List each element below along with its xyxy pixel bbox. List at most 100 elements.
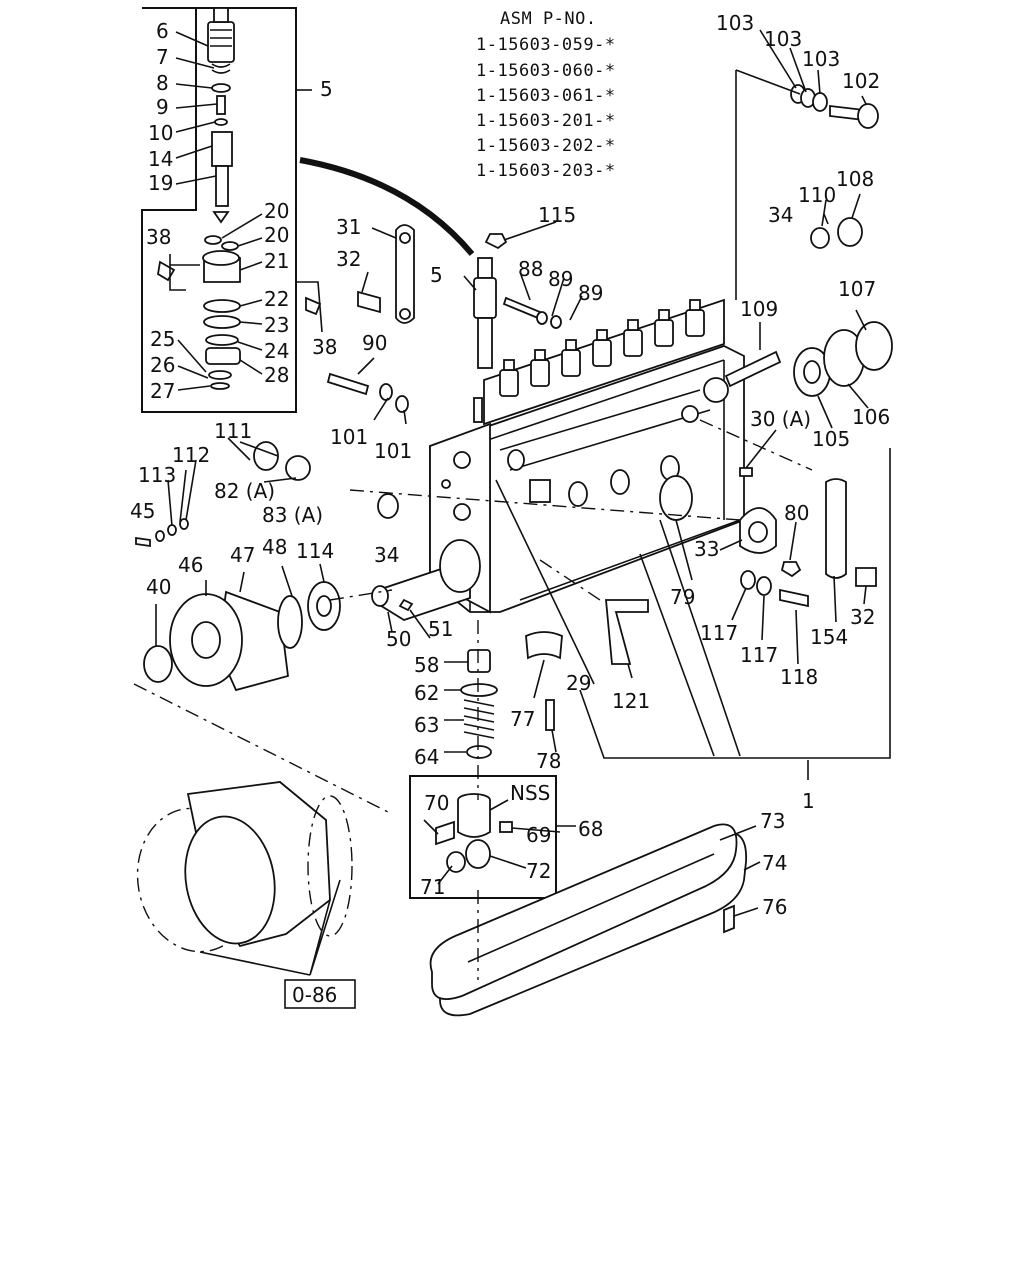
spring: [216, 95, 226, 115]
callout-111: 111: [214, 419, 252, 443]
callout-114: 114: [296, 539, 334, 563]
delivery-valve-holder-4: [592, 339, 612, 367]
oil-pan-gasket: [429, 823, 747, 1017]
sleeve-nss: [457, 800, 491, 838]
holder-cap-6: [658, 309, 670, 321]
governor-housing-bore: [659, 475, 693, 521]
callout-22: 22: [264, 287, 289, 311]
roller-72: [465, 839, 491, 869]
tappet-58: [467, 649, 491, 673]
cover-107: [855, 321, 893, 371]
callout-105: 105: [812, 427, 850, 451]
callout-79: 79: [670, 585, 695, 609]
assembly-part-number-list: ASM P-NO. 1-15603-059-* 1-15603-060-* 1-…: [476, 9, 616, 181]
part-number-3: 1-15603-061-*: [476, 86, 616, 106]
callout-labels: 6 7 8 9 10 14 19 5 20 20 21 22 23 24 28 …: [130, 11, 890, 1007]
nut-80: [780, 561, 802, 578]
bolt-88: [502, 296, 542, 320]
callout-9: 9: [156, 95, 169, 119]
callout-46: 46: [178, 553, 203, 577]
callout-112: 112: [172, 443, 210, 467]
part-number-1: 1-15603-059-*: [476, 35, 616, 55]
holder-cap-1: [503, 359, 515, 371]
callout-76: 76: [762, 895, 787, 919]
detail-arrow: [299, 157, 475, 256]
plate-109: [724, 350, 782, 388]
holder-cap-3: [565, 339, 577, 351]
detail-frame: [141, 7, 297, 413]
assembly-title: ASM P-NO.: [500, 9, 597, 29]
seal-83: [285, 455, 311, 481]
spring-seat: [205, 347, 241, 365]
plug-82: [253, 441, 279, 471]
callout-8: 8: [156, 71, 169, 95]
part-number-4: 1-15603-201-*: [476, 111, 616, 131]
callout-32a: 32: [336, 247, 361, 271]
spring-63: [463, 699, 495, 739]
callout-118: 118: [780, 665, 818, 689]
callout-113: 113: [138, 463, 176, 487]
callout-19: 19: [148, 171, 173, 195]
delivery-valve-holder-1: [499, 369, 519, 397]
callout-38b: 38: [312, 335, 337, 359]
callout-58: 58: [414, 653, 439, 677]
callout-106: 106: [852, 405, 890, 429]
callout-69: 69: [526, 823, 551, 847]
delivery-valve-holder-5: [623, 329, 643, 357]
holder-cap-2: [534, 349, 546, 361]
callout-107: 107: [838, 277, 876, 301]
callout-23: 23: [264, 313, 289, 337]
callout-25: 25: [150, 327, 175, 351]
part-number-5: 1-15603-202-*: [476, 136, 616, 156]
callout-5-detail: 5: [320, 77, 333, 101]
seat-64: [466, 745, 492, 759]
reference-0-86: 0-86: [292, 983, 337, 1007]
bolt-32: [357, 290, 381, 314]
callout-103b: 103: [764, 27, 802, 51]
nss-subassembly: [409, 775, 576, 899]
delivery-valve-holder-7: [685, 309, 705, 337]
callout-47: 47: [230, 543, 255, 567]
part-number-6: 1-15603-203-*: [476, 161, 616, 181]
callout-38a: 38: [146, 225, 171, 249]
callout-68: 68: [578, 817, 603, 841]
callout-70: 70: [424, 791, 449, 815]
callout-27: 27: [150, 379, 175, 403]
screw-69: [499, 821, 513, 833]
bracket-31: [395, 224, 415, 324]
bolt-90: [326, 372, 370, 396]
delivery-valve-detail: [141, 7, 323, 413]
callout-10: 10: [148, 121, 173, 145]
seal-40: [143, 645, 173, 683]
callout-108: 108: [836, 167, 874, 191]
holder-cap-7: [689, 299, 701, 311]
callout-80: 80: [784, 501, 809, 525]
callout-102: 102: [842, 69, 880, 93]
bolt-45: [135, 536, 151, 548]
pin-70: [435, 820, 455, 846]
washer-34: [810, 227, 830, 249]
callout-82a: 82 (A): [214, 479, 275, 503]
delivery-valve-holder-6: [654, 319, 674, 347]
gasket: [211, 83, 231, 93]
callout-28: 28: [264, 363, 289, 387]
callout-103a: 103: [716, 11, 754, 35]
delivery-valve-holder-3: [561, 349, 581, 377]
bracket-121: [605, 599, 649, 665]
callout-14: 14: [148, 147, 173, 171]
bolt-32b: [855, 567, 877, 587]
holder-cap-5: [627, 319, 639, 331]
delivery-valve-holder-2: [530, 359, 550, 387]
callout-101a: 101: [330, 425, 368, 449]
callout-121: 121: [612, 689, 650, 713]
callout-7: 7: [156, 45, 169, 69]
tappet-assembly: [460, 649, 498, 759]
bolt-78: [545, 699, 555, 731]
callout-32b: 32: [850, 605, 875, 629]
clip-38b: [305, 296, 322, 316]
callout-33: 33: [694, 537, 719, 561]
bolt-30: [739, 467, 753, 477]
callout-62: 62: [414, 681, 439, 705]
